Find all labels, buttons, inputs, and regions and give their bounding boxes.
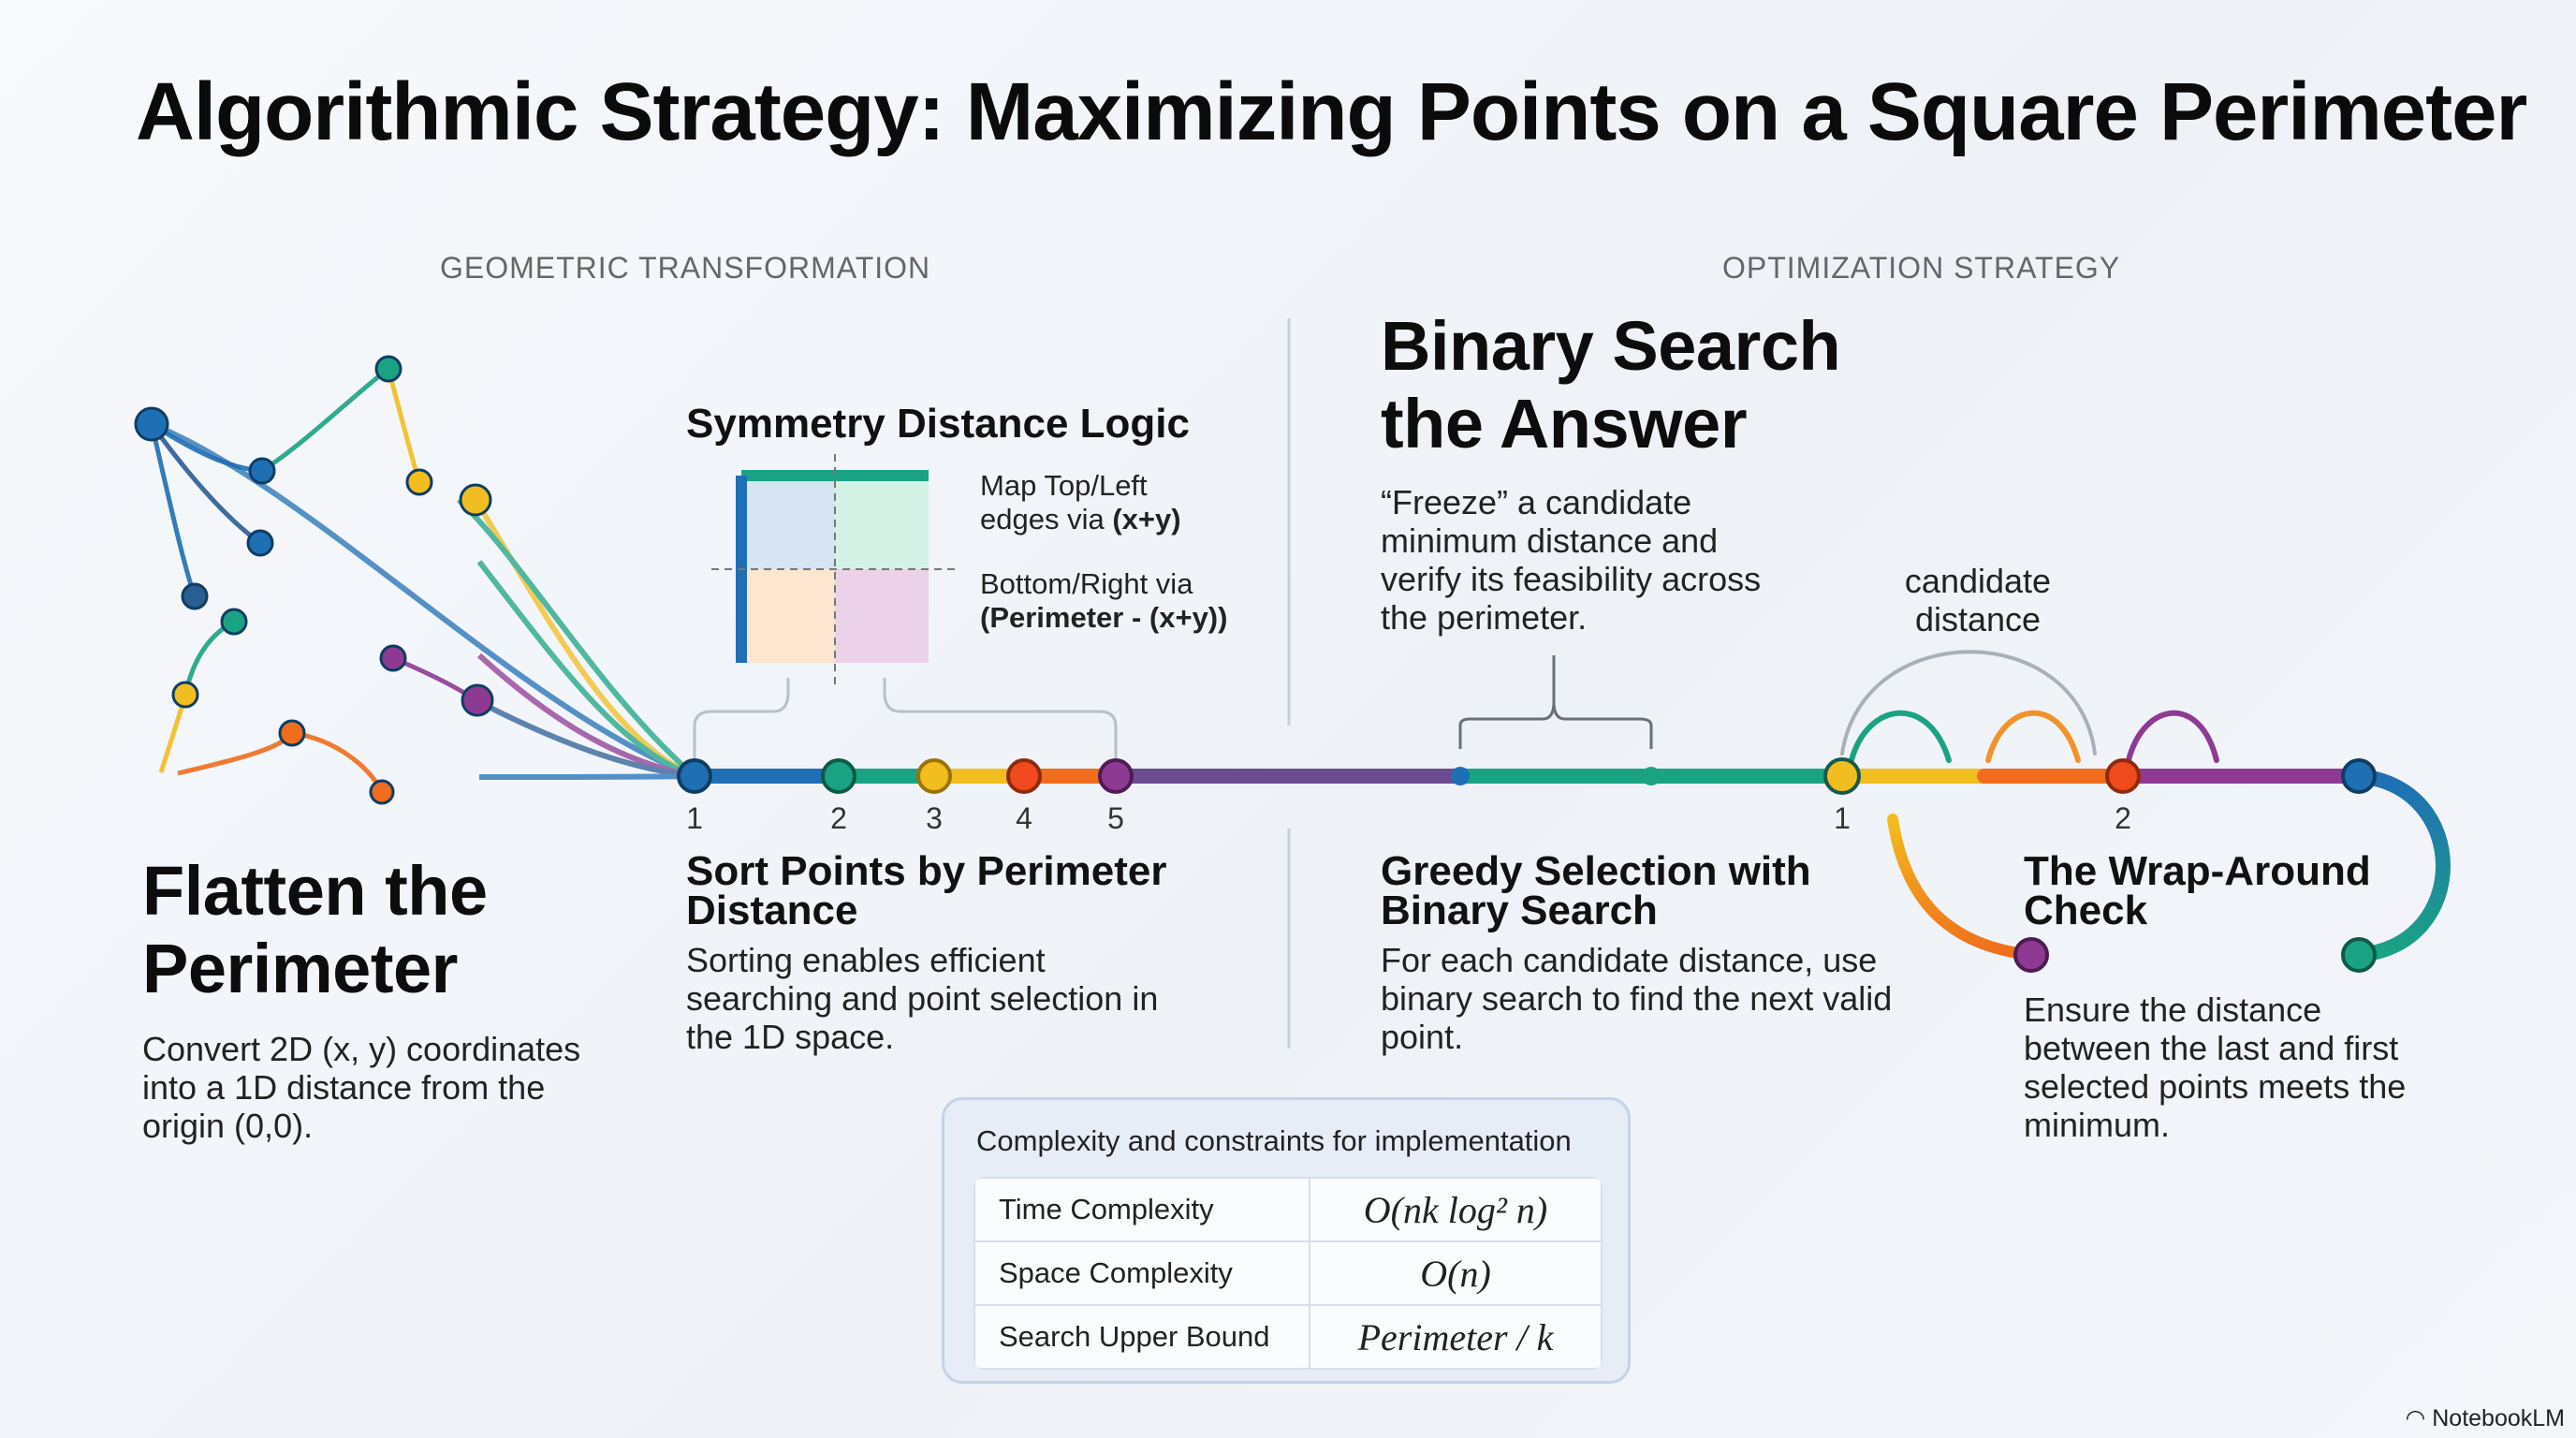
sorted-point-2 <box>821 758 856 794</box>
table-row: Space Complexity O(n) <box>973 1240 1603 1306</box>
complexity-label-bound: Search Upper Bound <box>973 1304 1310 1370</box>
sort-brackets <box>693 678 1118 758</box>
wrap-description: Ensure the distance between the last and… <box>2024 990 2407 1144</box>
wrap-point-bottom <box>2341 937 2377 973</box>
wrap-around-loop <box>1887 769 2451 962</box>
wrap-number-2: 2 <box>2115 801 2131 835</box>
symmetry-bottom-right-text: Bottom/Right via <box>980 567 1193 600</box>
binary-heading: Binary Search the Answer <box>1381 307 1841 462</box>
symmetry-top-left-note: Map Top/Left edges via (x+y) <box>980 469 1223 536</box>
square-perimeter <box>145 418 486 784</box>
complexity-value-space: O(n) <box>1309 1240 1603 1306</box>
flatten-fan <box>150 421 696 780</box>
sort-description: Sorting enables efficient searching and … <box>686 941 1159 1056</box>
notebooklm-icon: ◠ <box>2405 1405 2433 1431</box>
sorted-point-4 <box>1006 758 1042 794</box>
greedy-ticks <box>1451 767 1661 785</box>
table-row: Search Upper Bound Perimeter / k <box>973 1304 1603 1370</box>
brand-label: NotebookLM <box>2432 1405 2565 1431</box>
table-row: Time Complexity O(nk log² n) <box>973 1177 1603 1242</box>
sorted-point-5 <box>1098 758 1134 794</box>
wrap-point-top <box>2341 758 2377 794</box>
sort-number-5: 5 <box>1107 801 1124 835</box>
wrap-heading: The Wrap-Around Check <box>2024 848 2371 933</box>
complexity-table: Time Complexity O(nk log² n) Space Compl… <box>973 1177 1603 1370</box>
symmetry-bottom-right-formula: (Perimeter - (x+y)) <box>980 601 1228 634</box>
section-label-geometric: GEOMETRIC TRANSFORMATION <box>440 251 931 285</box>
symmetry-square <box>711 454 959 688</box>
selected-points <box>1823 757 2377 973</box>
sort-number-2: 2 <box>830 801 847 835</box>
greedy-description: For each candidate distance, use binary … <box>1381 941 1893 1056</box>
candidate-arcs <box>1840 650 2219 763</box>
sorted-point-1 <box>677 758 712 794</box>
symmetry-top-left-formula: (x+y) <box>1112 503 1181 536</box>
sorted-points <box>677 758 1134 794</box>
sort-number-4: 4 <box>1016 801 1032 835</box>
symmetry-top-left-text: Map Top/Left edges via <box>980 469 1148 536</box>
page-title: Algorithmic Strategy: Maximizing Points … <box>136 66 2527 157</box>
brand-watermark: ◠ NotebookLM <box>2405 1404 2565 1432</box>
complexity-label-space: Space Complexity <box>973 1240 1310 1306</box>
greedy-heading: Greedy Selection with Binary Search <box>1381 848 1811 933</box>
binary-description: “Freeze” a candidate minimum distance an… <box>1381 483 1762 637</box>
complexity-value-time: O(nk log² n) <box>1309 1177 1603 1242</box>
selected-point-2 <box>2105 758 2141 794</box>
flatten-heading: Flatten the Perimeter <box>142 852 488 1007</box>
flatten-description: Convert 2D (x, y) coordinates into a 1D … <box>142 1030 581 1145</box>
candidate-distance-label: candidate distance <box>1904 562 2052 638</box>
wrap-number-1: 1 <box>1834 801 1851 835</box>
greedy-bracket <box>1458 655 1653 749</box>
wrap-point-left <box>2013 937 2049 973</box>
complexity-value-bound: Perimeter / k <box>1309 1304 1603 1370</box>
symmetry-bottom-right-note: Bottom/Right via (Perimeter - (x+y)) <box>980 567 1233 635</box>
sort-number-1: 1 <box>686 801 703 835</box>
complexity-panel: Complexity and constraints for implement… <box>942 1097 1631 1384</box>
perimeter-points <box>134 355 494 805</box>
sorted-point-3 <box>916 758 952 794</box>
sort-number-3: 3 <box>926 801 943 835</box>
symmetry-title: Symmetry Distance Logic <box>686 401 1190 447</box>
sort-heading: Sort Points by Perimeter Distance <box>686 848 1167 933</box>
complexity-title: Complexity and constraints for implement… <box>976 1124 1572 1157</box>
complexity-label-time: Time Complexity <box>973 1177 1310 1242</box>
selected-point-1 <box>1823 757 1861 795</box>
section-label-optimization: OPTIMIZATION STRATEGY <box>1722 251 2121 285</box>
point-curves <box>149 366 477 794</box>
